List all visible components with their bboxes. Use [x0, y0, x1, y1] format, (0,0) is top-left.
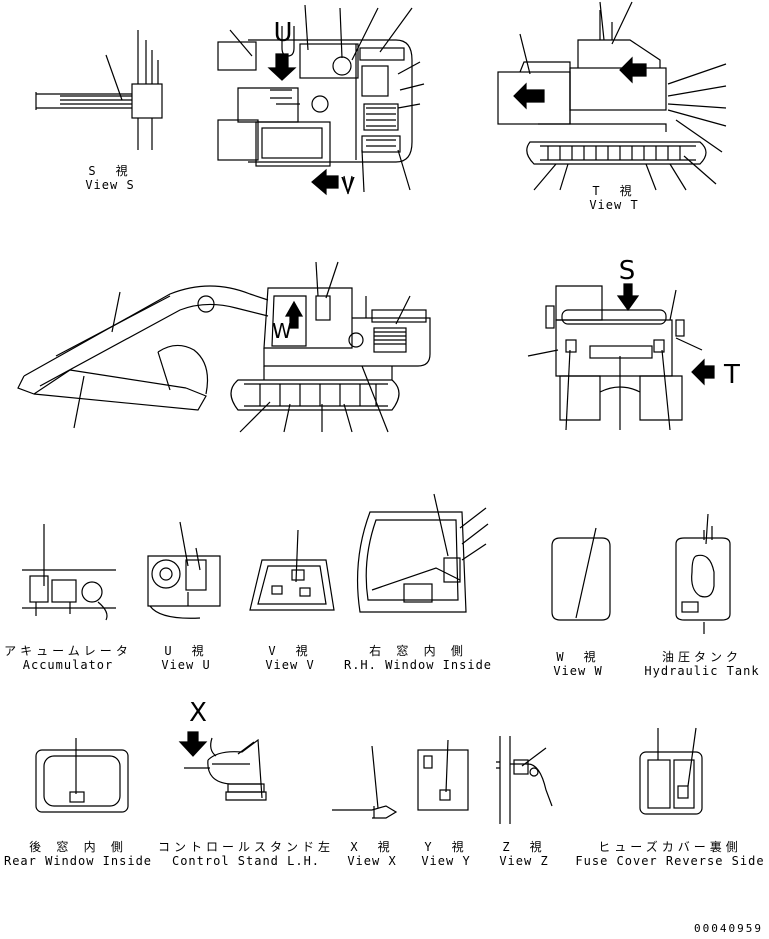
- control-stand-drawing: [178, 731, 267, 801]
- top-view-drawing: [217, 4, 425, 196]
- rear-window-drawing: [35, 738, 129, 813]
- view-u-drawing: [147, 521, 221, 619]
- view-letter-u: U: [273, 18, 293, 48]
- view-z-drawing: [496, 736, 553, 824]
- view-letter-t: T: [724, 360, 740, 390]
- rh-window-drawing: [356, 493, 489, 613]
- hydraulic-tank-drawing: [675, 513, 731, 634]
- view-letter-w: W: [272, 319, 292, 343]
- view-w-drawing: [551, 527, 611, 621]
- view-x-drawing: [332, 745, 398, 819]
- rear-view-drawing: [527, 283, 715, 431]
- document-number: 00040959: [694, 922, 763, 935]
- view-letter-x: X: [189, 698, 207, 728]
- view-t-drawing: [497, 1, 727, 191]
- view-s-drawing: [35, 30, 163, 150]
- fuse-cover-drawing: [639, 727, 703, 815]
- view-v-drawing: [249, 529, 335, 611]
- view-letter-v: V: [341, 173, 355, 197]
- view-y-drawing: [417, 739, 469, 811]
- view-letter-s: S: [618, 256, 636, 286]
- side-view-drawing: [17, 261, 431, 433]
- accumulator-drawing: [22, 524, 116, 621]
